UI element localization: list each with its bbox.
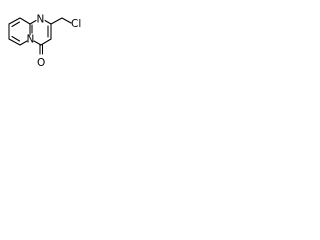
bond-c8-c8-inner [11,21,21,28]
structural-formula: N N O Cl [8,14,81,69]
bond-c4-n5 [33,40,42,46]
oxygen-label: O [37,57,45,69]
bond-c9-c8 [8,17,21,25]
bond-c6-n5 [19,40,28,46]
bond-c9a-n1 [29,19,37,25]
bond-c3-c4 [40,38,52,46]
bond-n1-c2 [44,19,52,25]
nitrogen-label-top: N [37,14,45,26]
bond-ch2-cl [61,17,72,24]
bond-c9a-c9 [19,17,31,25]
bond-c7-c6-inner [11,35,21,42]
nitrogen-label-bridge: N [27,34,35,46]
bond-c2-ch2 [50,17,63,25]
bond-c7-c6 [8,38,21,46]
chlorine-label: Cl [71,18,81,30]
